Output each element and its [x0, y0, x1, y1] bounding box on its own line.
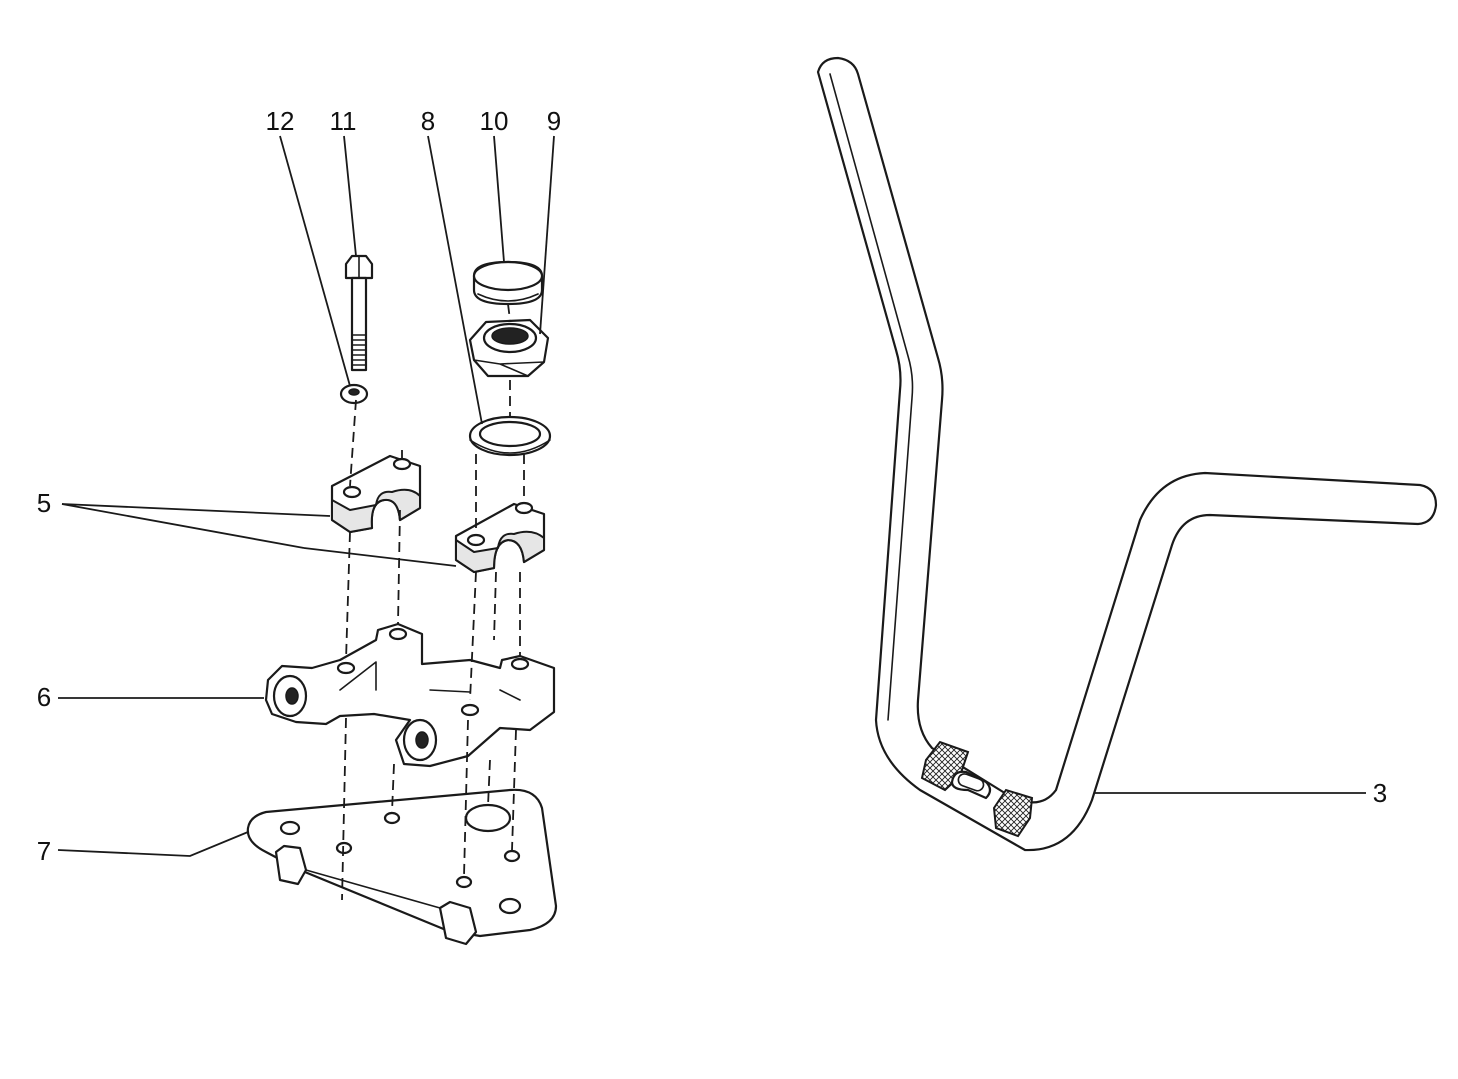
callout-5: 5 [37, 488, 51, 518]
mounting-plate-part [246, 788, 558, 946]
callout-12: 12 [266, 106, 295, 136]
callout-10: 10 [480, 106, 509, 136]
callout-6: 6 [37, 682, 51, 712]
callout-3: 3 [1373, 778, 1387, 808]
handlebar-part [816, 56, 1438, 852]
callout-9: 9 [547, 106, 561, 136]
nut-part [468, 318, 550, 378]
washer-part [339, 383, 369, 405]
callout-8: 8 [421, 106, 435, 136]
clamp-right-part [454, 501, 546, 574]
bolt-part [344, 254, 374, 372]
callout-7: 7 [37, 836, 51, 866]
leader-lines [57, 135, 1366, 857]
riser-bracket-part [264, 622, 556, 768]
clamp-left-part [330, 454, 422, 534]
knurled-grip-right [992, 788, 1034, 838]
handlebar-center-slot [950, 770, 992, 800]
callout-labels: 12 11 8 10 9 5 6 7 3 [37, 106, 1387, 866]
cap-part [472, 260, 544, 306]
callout-11: 11 [330, 106, 357, 136]
